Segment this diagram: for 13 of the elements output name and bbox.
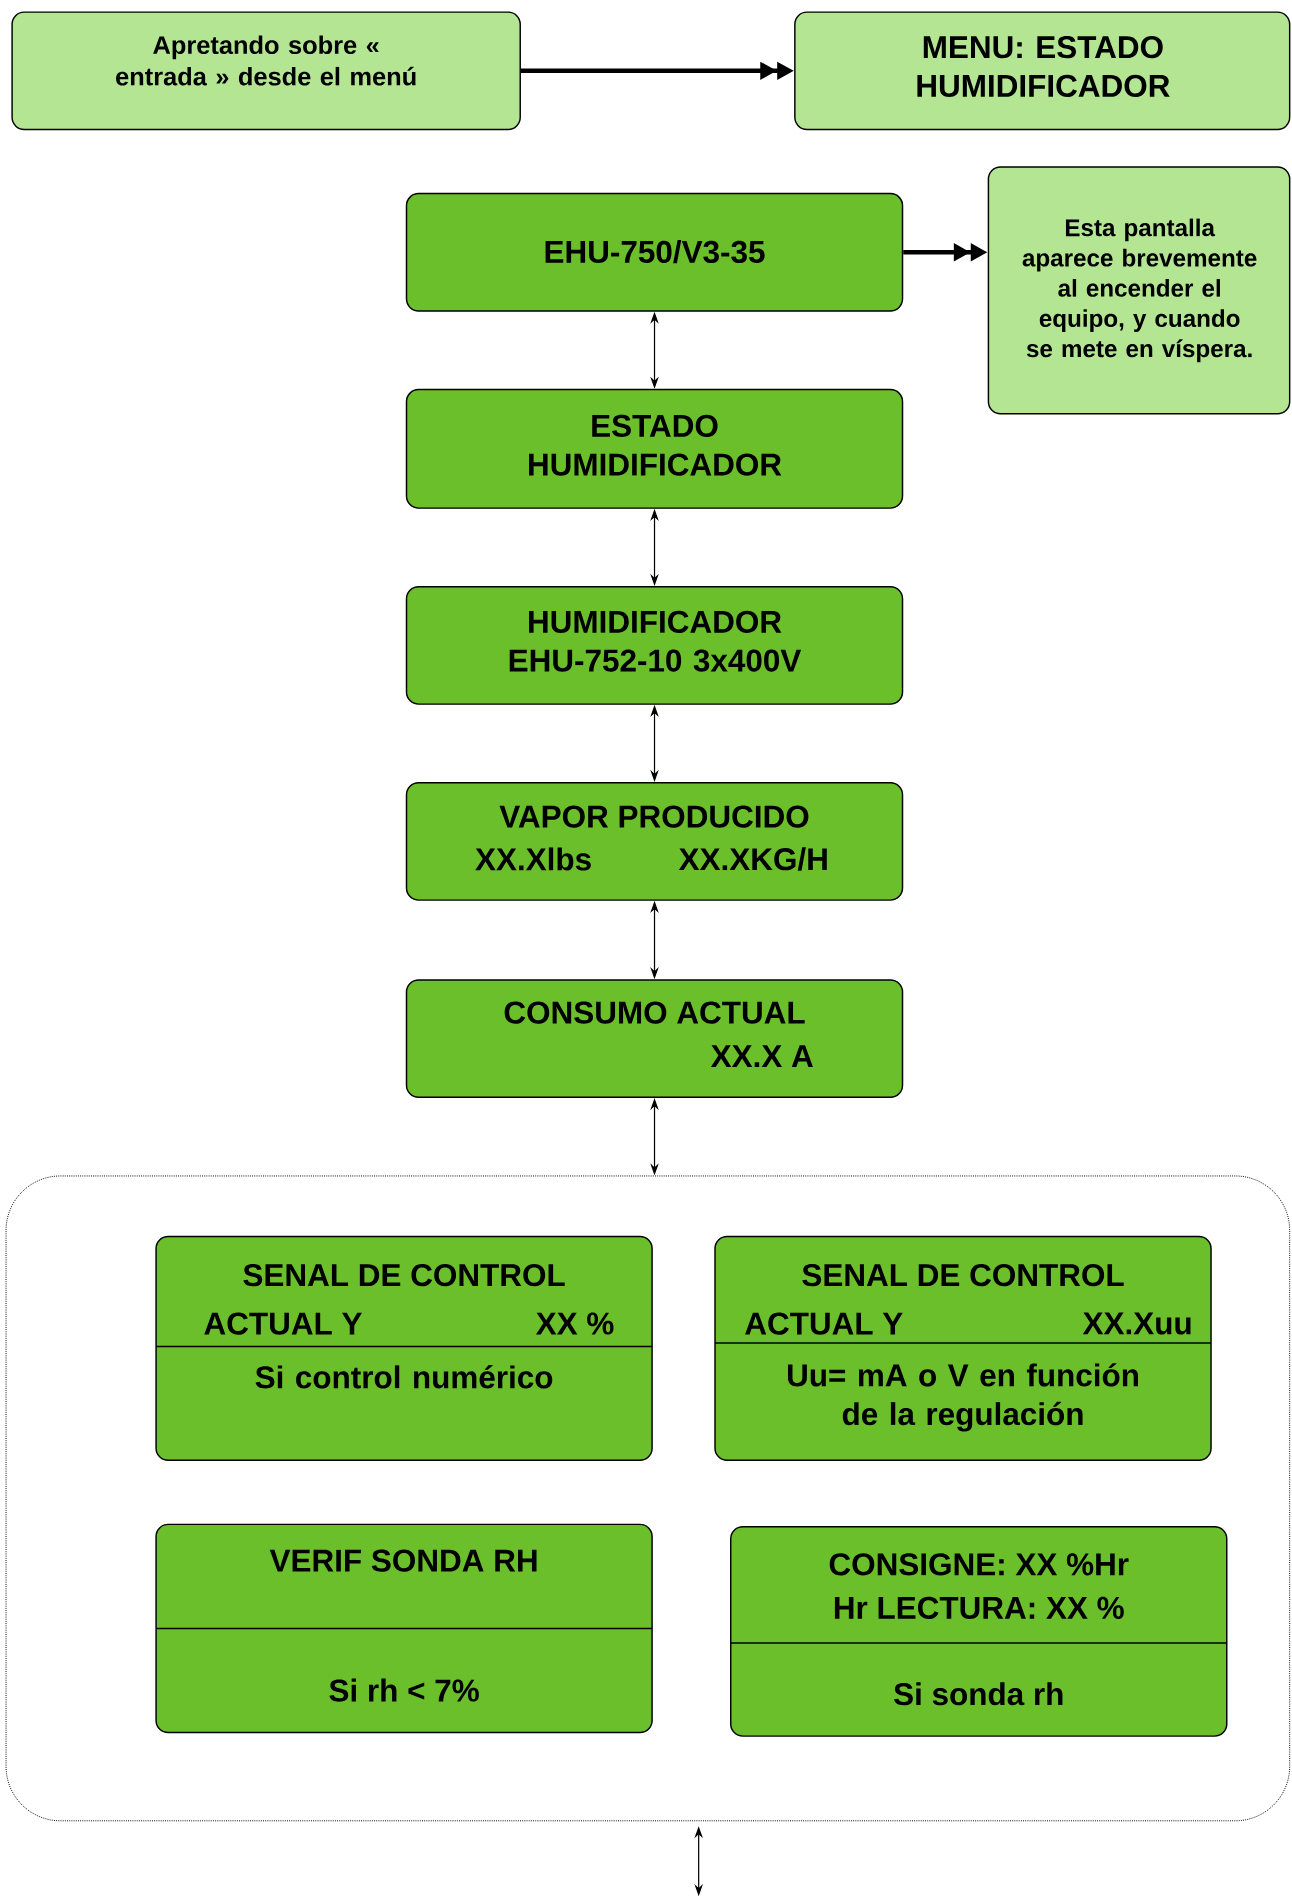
screen-box: CONSIGNE: XX %Hr Hr LECTURA: XX % Si sonda rh: [729, 1526, 1228, 1737]
screen-box: VERIF SONDA RH Si rh < 7%: [155, 1523, 653, 1734]
screen-box: VAPOR PRODUCIDO XX.Xlbs XX.XKG/H: [405, 782, 904, 901]
screen-box: CONSUMO ACTUAL XX.X A: [405, 979, 904, 1099]
screen-box: EHU-750/V3-35: [405, 192, 904, 312]
group-frame: [5, 1175, 1291, 1822]
note-box: Esta pantalla aparece brevemente al encender el equipo, y cuando se mete en víspera.: [987, 166, 1291, 415]
screen-box: ESTADO HUMIDIFICADOR: [405, 388, 904, 509]
screen-box: SENAL DE CONTROL ACTUAL Y XX % Si control numérico: [155, 1235, 653, 1461]
note-box: MENU: ESTADO HUMIDIFICADOR: [794, 11, 1291, 131]
screen-box: SENAL DE CONTROL ACTUAL Y XX.Xuu Uu= mA o V en función de la regulación: [714, 1235, 1212, 1461]
screen-box: HUMIDIFICADOR EHU-752-10 3x400V: [405, 586, 904, 705]
note-box: Apretando sobre « entrada » desde el menú: [11, 11, 521, 131]
